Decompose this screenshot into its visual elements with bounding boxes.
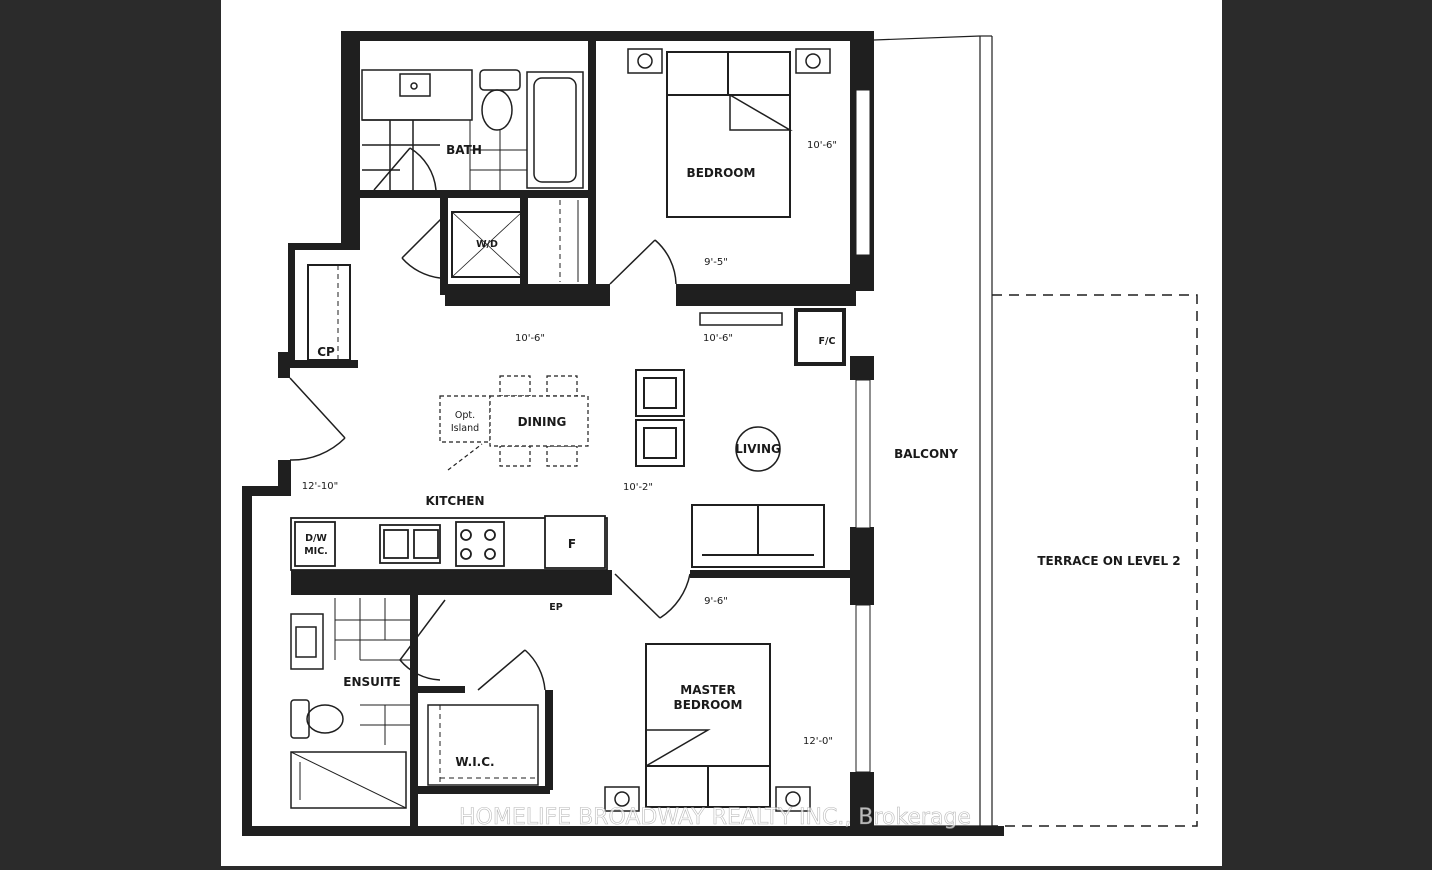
entry-door	[289, 377, 346, 461]
master-depth-dim: 9'-6"	[704, 596, 728, 607]
wd-label: W/D	[476, 239, 498, 250]
master-label-1: MASTER	[680, 683, 736, 697]
living-window	[855, 379, 871, 529]
balcony-label: BALCONY	[894, 447, 958, 461]
ceiling-outlets	[604, 48, 831, 812]
ensuite-label: ENSUITE	[343, 675, 400, 689]
bedroom-door	[609, 239, 677, 285]
opt-island-label-2: Island	[451, 423, 479, 434]
ep-label: EP	[549, 602, 562, 613]
master-width-dim: 12'-0"	[803, 736, 833, 747]
kitchen-counter	[290, 515, 608, 571]
ensuite-fixtures	[290, 598, 410, 809]
washer-dryer	[451, 211, 523, 278]
bedroom-width-dim: 10'-6"	[807, 140, 837, 151]
master-label-2: BEDROOM	[674, 698, 743, 712]
living-label: LIVING	[735, 442, 781, 456]
master-door	[614, 573, 691, 619]
dw-label-2: MIC.	[304, 546, 328, 557]
wic-label: W.I.C.	[455, 755, 494, 769]
hall-left-dim: 10'-6"	[515, 333, 545, 344]
wic-door	[477, 649, 546, 691]
bath-door	[373, 147, 437, 191]
living-circle	[735, 426, 781, 472]
fridge-label: F	[568, 537, 576, 551]
master-window	[855, 604, 871, 773]
opt-island-label-1: Opt.	[455, 410, 475, 421]
watermark-text: HOMELIFE BROADWAY REALTY INC., Brokerage	[459, 805, 971, 830]
fc-label: F/C	[819, 336, 836, 347]
bedroom-label: BEDROOM	[687, 166, 756, 180]
dining-label: DINING	[518, 415, 567, 429]
cp-label: CP	[317, 345, 335, 359]
terrace-outline	[992, 294, 1198, 827]
kitchen-label: KITCHEN	[425, 494, 484, 508]
bedroom-window	[855, 89, 871, 256]
bath-fixtures	[361, 69, 584, 190]
laundry-door	[401, 214, 446, 279]
wic-closet	[427, 704, 539, 786]
master-bed	[645, 643, 771, 808]
paper-background	[221, 0, 1222, 866]
balcony-outline	[873, 35, 993, 827]
hall-right-dim: 10'-6"	[703, 333, 733, 344]
bedroom-depth-dim: 9'-5"	[704, 257, 728, 268]
living-furniture	[635, 369, 825, 568]
living-width-dim: 10'-2"	[623, 482, 653, 493]
terrace-label: TERRACE ON LEVEL 2	[1037, 554, 1180, 568]
fireplace	[699, 312, 783, 326]
ensuite-door	[399, 599, 446, 681]
bed	[666, 51, 793, 218]
dw-label-1: D/W	[305, 533, 327, 544]
cp-closet	[307, 264, 351, 361]
bath-label: BATH	[446, 143, 482, 157]
kitchen-width-dim: 12'-10"	[302, 481, 338, 492]
